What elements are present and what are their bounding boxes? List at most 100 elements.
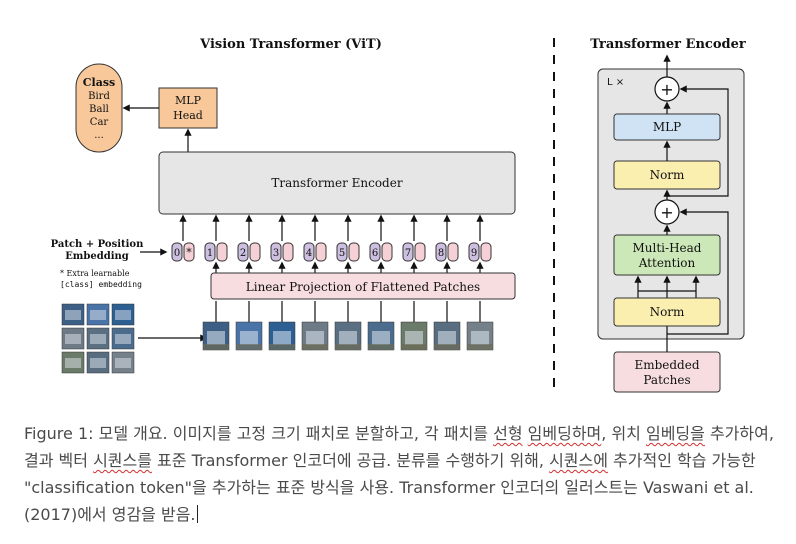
class-label: Class xyxy=(83,76,115,89)
encoder-mlp-box: MLP xyxy=(613,113,721,141)
input-image-grid xyxy=(61,303,135,374)
class-more: ... xyxy=(94,130,104,141)
position-index: 9 xyxy=(471,248,477,259)
patch-thumbnail xyxy=(202,321,230,351)
patch-embedding-token xyxy=(348,242,360,262)
image-grid-cell xyxy=(111,327,135,350)
token-pair: 0* xyxy=(171,242,195,262)
mlp-head-line1: MLP xyxy=(175,94,202,107)
position-embedding-token xyxy=(435,242,447,262)
patch-thumbnail xyxy=(400,321,428,351)
encoder-title: Transformer Encoder xyxy=(590,37,746,52)
token-pair: 9 xyxy=(468,242,492,262)
caption-text-3: , 위치 xyxy=(601,424,646,443)
encoder-norm-top-box: Norm xyxy=(613,160,721,190)
patch-embedding-token xyxy=(447,242,459,262)
encoder-norm-bottom-box: Norm xyxy=(613,297,721,327)
position-index: 7 xyxy=(405,248,411,259)
patch-embedding-token xyxy=(216,242,228,262)
encoder-mlp-label: MLP xyxy=(653,120,681,134)
patch-embedding-token xyxy=(480,242,492,262)
patch-thumbnail xyxy=(334,321,362,351)
token-pair: 6 xyxy=(369,242,393,262)
position-index: 3 xyxy=(273,248,279,259)
caption-misspelled-1[interactable]: 선형 xyxy=(493,424,523,443)
class-bird: Bird xyxy=(88,91,110,102)
patch-row xyxy=(202,321,494,351)
encoder-norm-top-label: Norm xyxy=(650,168,685,182)
plus-top-symbol: + xyxy=(660,80,673,99)
class-car: Car xyxy=(90,117,109,128)
image-grid-cell xyxy=(61,303,85,326)
embedded-patches-box: Embedded Patches xyxy=(613,351,721,393)
position-index: 5 xyxy=(339,248,345,259)
patch-embedding-token xyxy=(414,242,426,262)
encoder-repeat-label: L × xyxy=(607,77,624,88)
caption-text-1: Figure 1: 모델 개요. 이미지를 고정 크기 패치로 분할하고, 각 … xyxy=(24,424,494,443)
patch-thumbnail xyxy=(466,321,494,351)
position-embedding-token xyxy=(237,242,249,262)
position-index: 1 xyxy=(207,248,213,259)
caption-misspelled-5[interactable]: 시퀀스에 xyxy=(549,451,608,470)
patch-position-label-1: Patch + Position xyxy=(51,239,144,250)
mlp-head-box: MLP Head xyxy=(158,87,218,129)
patch-embedding-token xyxy=(381,242,393,262)
position-index: 6 xyxy=(372,248,378,259)
position-embedding-token xyxy=(402,242,414,262)
token-arrows xyxy=(179,214,484,322)
patch-position-label-2: Embedding xyxy=(65,251,129,262)
transformer-encoder-box: Transformer Encoder xyxy=(158,151,516,215)
embedded-patches-line2: Patches xyxy=(643,373,690,387)
linear-projection-label: Linear Projection of Flattened Patches xyxy=(246,280,480,294)
vit-title: Vision Transformer (ViT) xyxy=(199,37,382,52)
plus-middle-symbol: + xyxy=(660,203,673,222)
text-cursor xyxy=(196,505,198,523)
patch-embedding-token xyxy=(183,242,195,262)
position-index: 4 xyxy=(306,248,312,259)
patch-embedding-token xyxy=(315,242,327,262)
residual-add-middle: + xyxy=(654,199,680,225)
token-pair: 1 xyxy=(204,242,228,262)
position-index: 2 xyxy=(240,248,246,259)
token-pair: 7 xyxy=(402,242,426,262)
token-pair: 2 xyxy=(237,242,261,262)
figure-caption[interactable]: Figure 1: 모델 개요. 이미지를 고정 크기 패치로 분할하고, 각 … xyxy=(24,420,779,528)
patch-embedding-token xyxy=(282,242,294,262)
residual-skip-top xyxy=(667,85,729,197)
class-ball: Ball xyxy=(89,104,109,115)
token-pair: 8 xyxy=(435,242,459,262)
image-grid-cell xyxy=(86,327,110,350)
position-embedding-token xyxy=(468,242,480,262)
image-grid-cell xyxy=(86,303,110,326)
position-embedding-token xyxy=(171,242,183,262)
token-pair: 3 xyxy=(270,242,294,262)
patch-embedding-token xyxy=(249,242,261,262)
encoder-mha-line2: Attention xyxy=(638,256,696,270)
caption-misspelled-2[interactable]: 임베딩하며 xyxy=(527,424,602,443)
patch-thumbnail xyxy=(301,321,329,351)
caption-text-5: 표준 Transformer 인코더에 공급. 분류를 수행하기 위해, xyxy=(151,451,550,470)
encoder-box-label: Transformer Encoder xyxy=(271,176,402,190)
patch-thumbnail xyxy=(268,321,296,351)
encoder-norm-bottom-label: Norm xyxy=(650,305,685,319)
position-embedding-token xyxy=(369,242,381,262)
position-embedding-token xyxy=(204,242,216,262)
linear-projection-box: Linear Projection of Flattened Patches xyxy=(210,272,516,300)
class-output-box: Class Bird Ball Car ... xyxy=(75,63,123,153)
patch-thumbnail xyxy=(367,321,395,351)
image-grid-cell xyxy=(61,351,85,374)
token-pair: 4 xyxy=(303,242,327,262)
caption-misspelled-4[interactable]: 시퀀스를 xyxy=(93,451,152,470)
caption-text-6: 추가적인 학습 가능한 "classification token"을 추가하는… xyxy=(24,451,756,524)
encoder-mha-line1: Multi-Head xyxy=(633,241,702,255)
image-grid-cell xyxy=(61,327,85,350)
token-pair: 5 xyxy=(336,242,360,262)
caption-misspelled-3[interactable]: 임베딩을 xyxy=(645,424,705,443)
caption-text-4: 추가하여, 결과 벡터 xyxy=(24,424,774,470)
image-grid-cell xyxy=(86,351,110,374)
residual-skip-bottom xyxy=(667,208,729,335)
embedded-patches-line1: Embedded xyxy=(634,358,699,372)
mlp-head-line2: Head xyxy=(173,109,203,122)
encoder-mha-box: Multi-Head Attention xyxy=(613,234,721,276)
